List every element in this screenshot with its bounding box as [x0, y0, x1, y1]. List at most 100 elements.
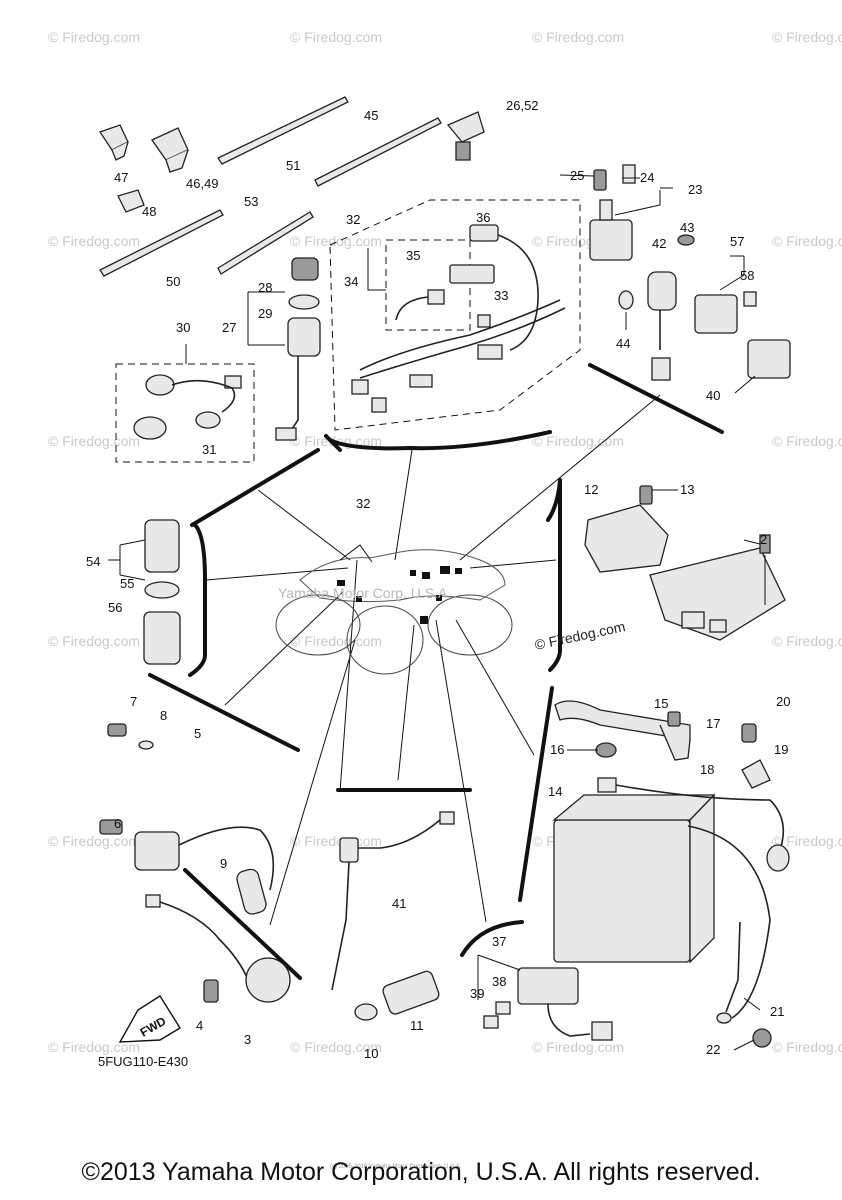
callout-label: 16	[550, 742, 564, 757]
callout-label: 53	[244, 194, 258, 209]
callout-label: 24	[640, 170, 654, 185]
battery	[553, 819, 691, 963]
callout-label: 48	[142, 204, 156, 219]
group-bracket	[518, 686, 554, 902]
battery-group	[552, 700, 790, 1051]
main-switch-group	[247, 257, 321, 441]
sensor-wire	[356, 819, 441, 849]
bolt	[667, 711, 681, 727]
front-left-wheel	[275, 594, 361, 656]
callout-label: 10	[364, 1046, 378, 1061]
leader-line	[339, 559, 358, 793]
group-bracket	[188, 523, 207, 677]
callout-label: 27	[222, 320, 236, 335]
positive-lead	[615, 784, 785, 851]
fuse	[743, 291, 757, 307]
callout-label: 41	[392, 896, 406, 911]
group-bracket	[328, 430, 552, 451]
callout-label: 9	[220, 856, 227, 871]
battery-side	[689, 793, 715, 964]
wire-clamp	[446, 111, 485, 143]
group-bracket	[460, 920, 524, 957]
ground-bolt	[752, 1028, 772, 1048]
sensor-group	[331, 811, 455, 991]
spark-plug-cap	[236, 868, 267, 915]
callout-label: 40	[706, 388, 720, 403]
fuse	[483, 1015, 499, 1029]
socket-cap	[143, 611, 181, 665]
component-marker	[337, 580, 345, 586]
pickup-coil-group	[145, 894, 291, 1003]
front-right-wheel	[427, 594, 513, 656]
fine-print: (c) 2005-2016 Yamaha Motor Corporation, …	[330, 1164, 462, 1170]
callout-label: 22	[706, 1042, 720, 1057]
callout-label: 36	[476, 210, 490, 225]
fuse-holder	[469, 224, 499, 242]
callout-label: 17	[706, 716, 720, 731]
watermark: © Firedog.com	[48, 633, 140, 649]
leader-line	[459, 394, 661, 561]
bolt	[99, 819, 123, 835]
callout-label: 34	[344, 274, 358, 289]
diagram-code: 5FUG110-E430	[98, 1054, 188, 1069]
bracket-line	[477, 954, 521, 1000]
fuse	[495, 1001, 511, 1015]
watermark: © Firedog.com	[290, 633, 382, 649]
cable-band	[217, 96, 349, 165]
regulator-ecu-group	[584, 485, 786, 641]
battery-band	[659, 724, 691, 761]
component-marker	[420, 616, 428, 624]
watermark: © Firedog.com	[532, 433, 624, 449]
callout-label: 12	[584, 482, 598, 497]
callout-label: 30	[176, 320, 190, 335]
watermark: © Firedog.com	[290, 233, 382, 249]
vehicle-body	[299, 549, 506, 603]
ecu-connector	[681, 611, 705, 629]
callout-labels: 2 3 4 5 6 7 8 9 10 11 12 13 14 15 16 17 …	[86, 98, 790, 1061]
pickup-wire	[159, 901, 249, 981]
bracket-line	[614, 187, 673, 216]
component-marker	[440, 566, 450, 574]
callout-label: 21	[770, 1004, 784, 1019]
callout-label: 44	[616, 336, 630, 351]
callout-label: 56	[108, 600, 122, 615]
relays-group	[559, 164, 791, 394]
group-bracket	[183, 868, 302, 980]
callout-label: 4	[196, 1018, 203, 1033]
callout-label: 57	[730, 234, 744, 249]
switch-nut	[288, 294, 320, 310]
indicator-socket	[145, 374, 175, 396]
component-marker	[422, 572, 430, 579]
callout-line	[559, 174, 595, 177]
negative-lead	[687, 825, 771, 1019]
rubber-damper	[595, 742, 617, 758]
connector	[477, 314, 491, 328]
callout-line	[743, 539, 761, 545]
rear-wheel	[346, 605, 424, 675]
terminal-cover	[766, 844, 790, 872]
watermark: © Firedog.com	[772, 633, 842, 649]
connector	[439, 811, 455, 825]
watermark: © Firedog.com	[290, 1039, 382, 1055]
watermark: © Firedog.com	[48, 1039, 140, 1055]
watermark: © Firedog.com	[290, 29, 382, 45]
watermark: © Firedog.com	[772, 1039, 842, 1055]
starter-relay-terminal	[599, 199, 613, 221]
vehicle-outline: Yamaha Motor Corp. U.S.A.	[275, 544, 513, 675]
clamps-and-bands	[98, 96, 485, 277]
component-marker	[436, 595, 442, 601]
rivet	[741, 723, 757, 743]
watermark: © Firedog.com	[48, 833, 140, 849]
group-box	[329, 199, 581, 431]
fuse-connector	[591, 1021, 613, 1041]
clip	[741, 759, 771, 789]
callout-label: 28	[258, 280, 272, 295]
callout-label: 11	[410, 1018, 424, 1033]
callout-label: 37	[492, 934, 506, 949]
leader-line	[397, 624, 415, 781]
callout-label: 18	[700, 762, 714, 777]
leader-line	[469, 559, 557, 569]
callout-label: 31	[202, 442, 216, 457]
harness-connector	[409, 374, 433, 388]
harness-connector	[351, 379, 369, 395]
